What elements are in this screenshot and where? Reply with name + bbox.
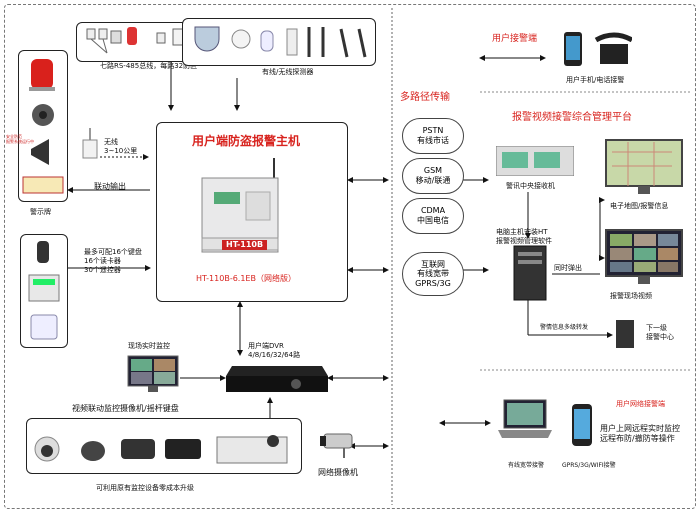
- receiver-label: 警讯中央接收机: [506, 182, 555, 190]
- sign-text: 安全防范报警系统运行中: [6, 134, 34, 144]
- monitor-icon: [127, 355, 179, 392]
- host-model: HT-110B-6.1EB（网络版）: [196, 274, 296, 283]
- siren-box: [18, 50, 68, 202]
- wireless-module-icon: [82, 128, 98, 159]
- scene-label: 报警现场视频: [610, 292, 652, 300]
- keyboard-label: 最多可配16个键盘 16个读卡器 30个遥控器: [84, 248, 142, 274]
- forward-label: 警情信息多级转发: [540, 324, 589, 331]
- video-monitor-icon: [605, 229, 683, 284]
- smartphone-icon: [572, 404, 592, 446]
- receiver-icon: [496, 146, 574, 176]
- camera-row-box: [26, 418, 302, 474]
- platform-title: 报警视频接警综合管理平台: [512, 112, 632, 123]
- linkage-label: 联动输出: [94, 182, 126, 191]
- upgrade-label: 可利用原有监控设备零成本升级: [96, 484, 194, 492]
- bus-devices-box: [76, 22, 198, 62]
- bus-label: 七路RS-485总线，每路32防区: [100, 62, 198, 70]
- laptop-label: 有线宽带接警: [508, 462, 545, 469]
- realtime-label: 现场实时监控: [128, 342, 170, 350]
- net-camera-icon: [320, 433, 353, 458]
- lower-center-label: 下一级接警中心: [646, 324, 674, 341]
- remote-label: 用户上网远程实时监控远程布防/撤防等操作: [600, 424, 680, 443]
- detectors-label: 有线/无线探测器: [262, 68, 314, 76]
- lower-center-icon: [616, 320, 634, 348]
- net-camera-label: 网络摄像机: [318, 468, 358, 477]
- phone-label: 用户手机/电话接警: [566, 76, 625, 84]
- detectors-box: [182, 18, 376, 66]
- map-label: 电子地图/报警信息: [610, 202, 669, 210]
- camera-icons: [34, 435, 288, 464]
- phone-icons: [564, 32, 632, 66]
- sign-label: 警示牌: [30, 208, 51, 216]
- outer-frame: [4, 4, 696, 509]
- user-alarm-label: 用户接警端: [492, 34, 538, 44]
- host-brand: HT-110B: [222, 240, 268, 250]
- host-title: 用户端防盗报警主机: [192, 134, 301, 148]
- siren-icons: [22, 59, 64, 194]
- keypad-icons: [28, 241, 60, 340]
- laptop-icon: [498, 399, 552, 438]
- net-alarm-label: 用户网络接警端: [616, 400, 665, 408]
- detector-icons: [194, 26, 367, 58]
- keypad-box: [20, 234, 68, 348]
- pc-tower-icon: [513, 245, 547, 301]
- map-monitor-icon: [605, 139, 683, 194]
- multipath-label: 多路径传输: [400, 92, 450, 103]
- sync-label: 同时弹出: [554, 264, 582, 272]
- mobile-label: GPRS/3G/WIFI接警: [562, 462, 616, 469]
- dvr-icon: [226, 366, 328, 392]
- camera-kb-label: 视频联动监控摄像机/摇杆键盘: [72, 404, 179, 413]
